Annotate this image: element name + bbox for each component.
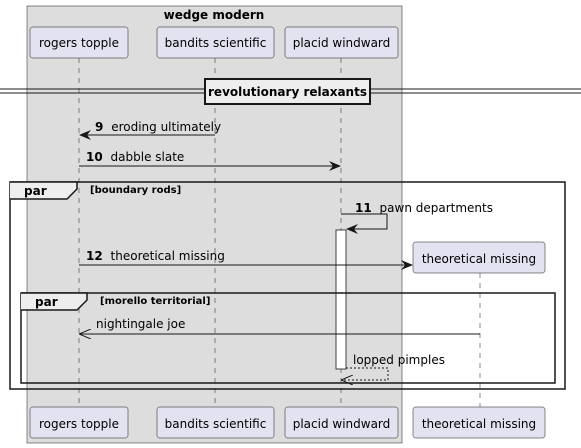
fragment-keyword: par (24, 184, 47, 198)
participant-bandits-bottom[interactable]: bandits scientific (156, 406, 275, 439)
svg-text:11 pawn departments: 11 pawn departments (355, 201, 493, 215)
message-text: pawn departments (380, 201, 493, 215)
participant-theoretical-created[interactable]: theoretical missing (412, 241, 546, 274)
svg-text:nightingale joe: nightingale joe (96, 317, 185, 331)
message-text: eroding ultimately (111, 120, 221, 134)
fragment-condition: [morello territorial] (100, 296, 210, 307)
participant-rogers-bottom[interactable]: rogers topple (29, 406, 129, 439)
svg-text:9 eroding ultimately: 9 eroding ultimately (95, 120, 221, 134)
message-10: 10 dabble slate (79, 150, 341, 171)
participant-label: rogers topple (39, 417, 119, 431)
group-box-title: wedge modern (164, 8, 265, 22)
svg-text:12 theoretical missing: 12 theoretical missing (86, 249, 225, 263)
participant-rogers-top[interactable]: rogers topple (29, 26, 129, 59)
fragment-keyword: par (35, 295, 58, 309)
message-number: 11 (355, 201, 372, 215)
message-9: 9 eroding ultimately (79, 120, 221, 140)
divider: revolutionary relaxants (0, 78, 581, 105)
fragment-par-outer: par [boundary rods] (9, 181, 566, 390)
message-12: 12 theoretical missing (79, 249, 413, 270)
fragment-condition: [boundary rods] (90, 185, 181, 196)
svg-text:10 dabble slate: 10 dabble slate (86, 150, 184, 164)
message-number: 9 (95, 120, 103, 134)
participant-placid-bottom[interactable]: placid windward (284, 406, 399, 439)
participant-group-box: wedge modern (26, 5, 403, 444)
participant-label: bandits scientific (165, 417, 267, 431)
participant-bandits-top[interactable]: bandits scientific (156, 26, 275, 59)
message-text: theoretical missing (111, 249, 225, 263)
message-text: lopped pimples (353, 353, 445, 367)
message-number: 10 (86, 150, 103, 164)
participant-theoretical-bottom[interactable]: theoretical missing (412, 406, 546, 439)
fragment-par-inner: par [morello territorial] (20, 292, 556, 384)
svg-text:lopped pimples: lopped pimples (353, 353, 445, 367)
message-number: 12 (86, 249, 103, 263)
participant-placid-top[interactable]: placid windward (284, 26, 399, 59)
participant-label: theoretical missing (422, 252, 536, 266)
divider-label: revolutionary relaxants (208, 85, 367, 99)
participant-label: placid windward (293, 417, 391, 431)
message-lopped-pimples: lopped pimples (342, 353, 445, 380)
participant-label: theoretical missing (422, 417, 536, 431)
message-11: 11 pawn departments (341, 201, 493, 234)
participant-label: bandits scientific (165, 36, 267, 50)
participant-label: placid windward (293, 36, 391, 50)
activation-bar-placid (335, 229, 347, 370)
participant-label: rogers topple (39, 36, 119, 50)
message-text: dabble slate (111, 150, 185, 164)
message-text: nightingale joe (96, 317, 185, 331)
message-nightingale-joe: nightingale joe (80, 317, 480, 334)
